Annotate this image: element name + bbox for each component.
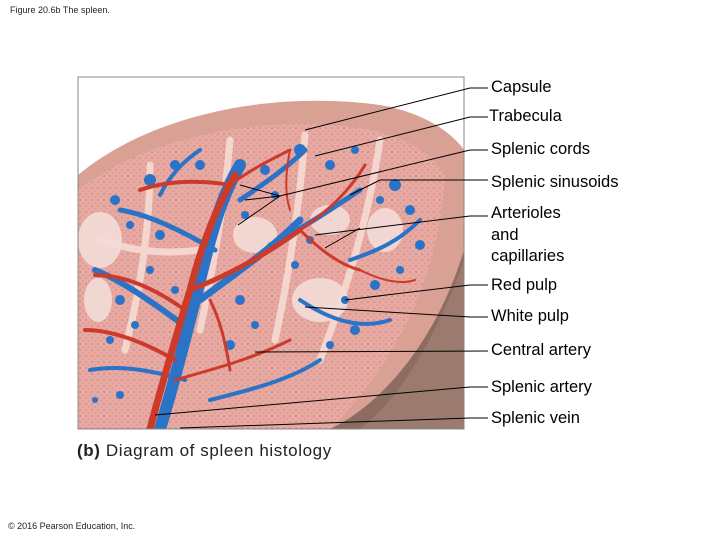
label-splenic-artery: Splenic artery (491, 378, 592, 396)
label-trabecula: Trabecula (489, 107, 562, 125)
leader-splenic-sinusoids (237, 195, 281, 226)
label-capsule: Capsule (491, 78, 552, 96)
label-arterioles-line2: and (491, 225, 519, 244)
leader-arterioles (314, 215, 488, 236)
label-splenic-sinusoids: Splenic sinusoids (491, 173, 619, 191)
leader-splenic-vein (179, 417, 488, 429)
label-splenic-vein: Splenic vein (491, 409, 580, 427)
label-arterioles-line3: capillaries (491, 247, 565, 265)
figure-caption: (b) Diagram of spleen histology (77, 441, 332, 461)
leader-white-pulp (304, 306, 488, 318)
label-splenic-cords: Splenic cords (491, 140, 591, 158)
copyright: © 2016 Pearson Education, Inc. (8, 521, 136, 531)
label-arterioles: Arterioles and capillaries (491, 203, 564, 268)
label-white-pulp: White pulp (491, 307, 569, 325)
leader-red-pulp (344, 284, 488, 301)
leader-central-artery (254, 350, 489, 353)
leader-splenic-cords (239, 149, 488, 197)
leader-splenic-artery (154, 386, 488, 416)
leader-splenic-cords-b (244, 195, 281, 201)
label-red-pulp: Red pulp (491, 276, 558, 294)
label-arterioles-line1: Arterioles (491, 204, 561, 222)
caption-text: Diagram of spleen histology (105, 441, 332, 460)
leader-splenic-sinusoids-b (349, 179, 488, 196)
leader-capsule (304, 87, 488, 131)
caption-part: (b) (77, 441, 101, 460)
leader-trabecula (314, 116, 488, 157)
leader-arterioles-b (324, 227, 361, 249)
label-central-artery: Central artery (491, 341, 591, 359)
figure-title: Figure 20.6b The spleen. (10, 5, 110, 15)
